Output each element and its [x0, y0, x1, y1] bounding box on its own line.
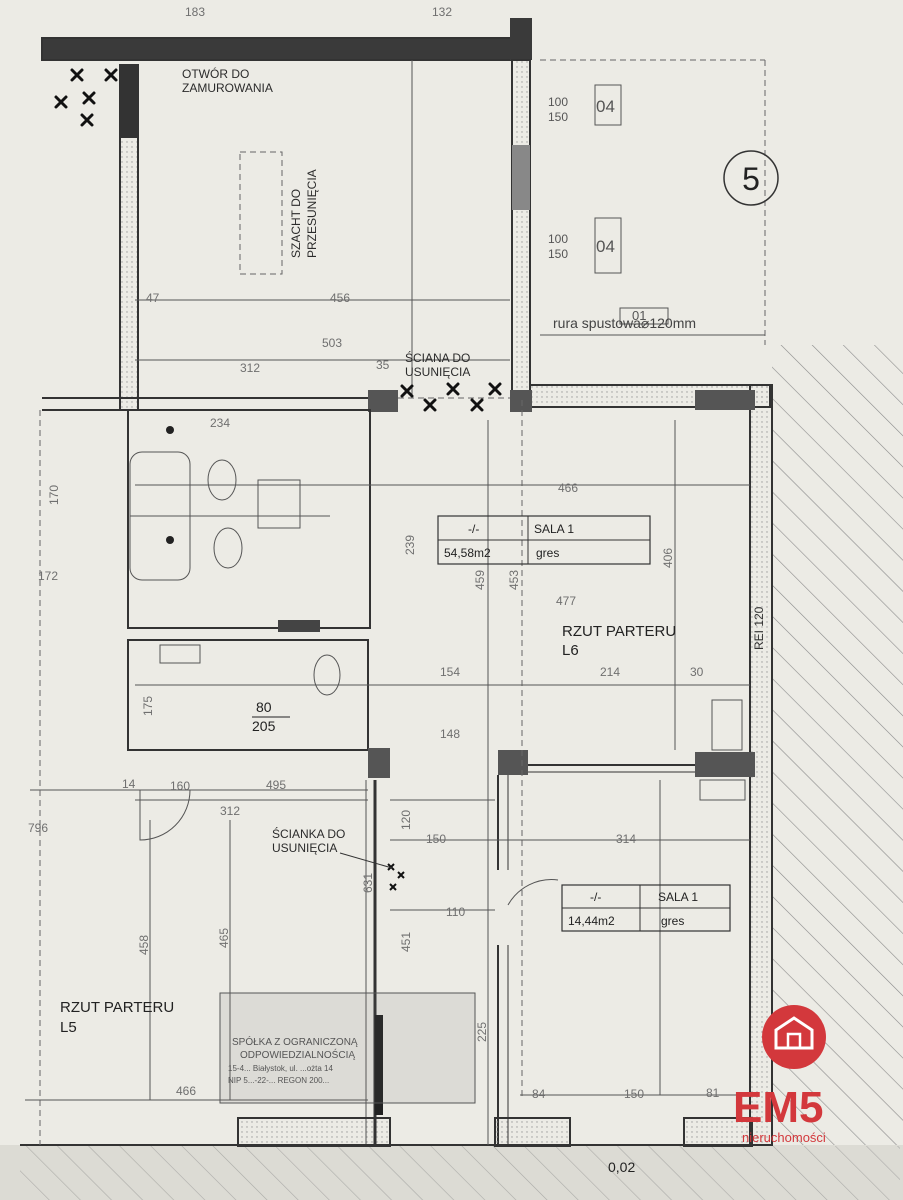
dim: 120 [399, 810, 413, 830]
room-tag-1-area: 54,58m2 [444, 546, 491, 560]
dim: 503 [322, 336, 342, 350]
dim: 150 [426, 832, 446, 846]
dim: 796 [28, 821, 48, 835]
label-rura: rura spustowa⌀120mm [553, 315, 696, 331]
dim: 84 [532, 1087, 546, 1101]
dim: 110 [446, 905, 465, 919]
label-scianka-2: USUNIĘCIA [272, 841, 337, 855]
label-rzut-l6-1: RZUT PARTERU [562, 623, 676, 640]
dim: 459 [473, 570, 487, 590]
dim: 150 [624, 1087, 644, 1101]
dim: 132 [432, 5, 452, 19]
room-tag-2-floor: gres [661, 914, 684, 928]
dim: 406 [661, 548, 675, 568]
label-scianka-1: ŚCIANKA DO [272, 826, 345, 841]
dim: 175 [141, 696, 155, 716]
label-rzut-l6-2: L6 [562, 642, 579, 659]
dim-100-b: 100 [548, 232, 568, 246]
dim: 183 [185, 5, 205, 19]
grid-axis-number: 5 [742, 161, 760, 197]
company-stamp [219, 992, 476, 1104]
dim: 631 [361, 873, 375, 893]
grid-axis-circle [723, 150, 779, 206]
label-rzut-l5-2: L5 [60, 1019, 77, 1036]
hatch-bottom [20, 1146, 900, 1200]
dim: 477 [556, 594, 576, 608]
room-tag-2-code: -/- [590, 890, 601, 904]
dim: 172 [38, 569, 58, 583]
dim: 160 [170, 779, 190, 793]
label-otwor-2: ZAMUROWANIA [182, 81, 273, 95]
stamp-line-4: NIP 5...-22-... REGON 200... [228, 1076, 329, 1085]
dim: 35 [376, 358, 390, 372]
logo-text: EM5 [733, 1083, 823, 1132]
dim: 154 [440, 665, 460, 679]
dim: 234 [210, 416, 230, 430]
dim: 47 [146, 291, 160, 305]
dim: 170 [47, 485, 61, 505]
dim: 30 [690, 665, 704, 679]
room-tag-2-area: 14,44m2 [568, 914, 615, 928]
label-szacht-1: SZACHT DO [289, 189, 303, 258]
stamp-line-1: SPÓŁKA Z OGRANICZONĄ [232, 1035, 358, 1048]
stamp-line-2: ODPOWIEDZIALNOŚCIĄ [240, 1048, 355, 1061]
door-tag-top: 80 [256, 699, 272, 715]
dim-100-a: 100 [548, 95, 568, 109]
logo-subtext: nieruchomości [742, 1130, 826, 1145]
dim: 465 [217, 928, 231, 948]
dim: 214 [600, 665, 620, 679]
dim: 453 [507, 570, 521, 590]
dim: 456 [330, 291, 350, 305]
dim: 451 [399, 932, 413, 952]
dim: 458 [137, 935, 151, 955]
label-rei: REI 120 [752, 606, 766, 650]
dim-150-a: 150 [548, 110, 568, 124]
demolition-marks [54, 68, 502, 412]
dim: 314 [616, 832, 636, 846]
dim: 148 [440, 727, 460, 741]
em5-logo [762, 1005, 826, 1069]
code-01: 01 [632, 308, 646, 323]
label-sciana-1: ŚCIANA DO [405, 350, 470, 365]
room-tag-2-name: SALA 1 [658, 890, 698, 904]
dim: 239 [403, 535, 417, 555]
label-szacht-2: PRZESUNIĘCIA [305, 169, 319, 258]
dim: 466 [176, 1084, 196, 1098]
label-otwor-1: OTWÓR DO [182, 66, 249, 81]
dim: 225 [475, 1022, 489, 1042]
dim: 312 [240, 361, 260, 375]
stamp-line-3: 15-4... Białystok, ul. ...ożta 14 [228, 1064, 333, 1073]
room-tag-1-floor: gres [536, 546, 559, 560]
room-tag-1-code: -/- [468, 522, 479, 536]
dim: 14 [122, 777, 136, 791]
dim: 81 [706, 1086, 720, 1100]
label-rzut-l5-1: RZUT PARTERU [60, 999, 174, 1016]
code-04-b: 04 [596, 237, 615, 256]
label-sciana-2: USUNIĘCIA [405, 365, 470, 379]
bottom-mark: 0,02 [608, 1159, 635, 1175]
dim: 495 [266, 778, 286, 792]
code-04-a: 04 [596, 97, 615, 116]
dim-150-b: 150 [548, 247, 568, 261]
room-tag-1-name: SALA 1 [534, 522, 574, 536]
dim: 466 [558, 481, 578, 495]
dim: 312 [220, 804, 240, 818]
door-tag-bottom: 205 [252, 718, 276, 734]
